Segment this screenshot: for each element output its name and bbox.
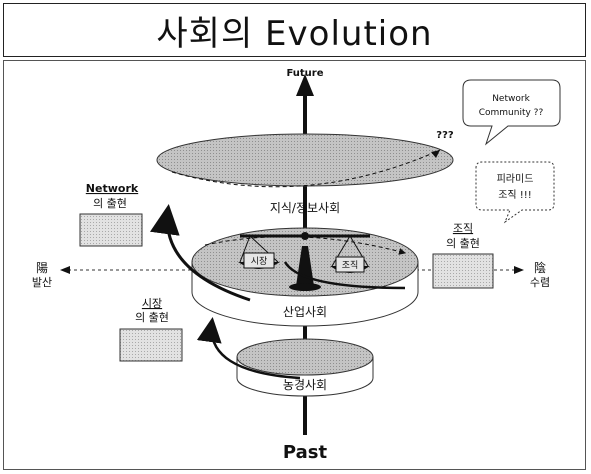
page-title: 사회의 Evolution [156,13,433,54]
org-emergence-title: 조직 [453,222,473,235]
network-community-text-1: Network [492,94,530,104]
top-layer-label: 지식/정보사회 [270,201,340,215]
scale-left-pan-label: 시장 [251,256,268,267]
org-emergence-arrow [283,261,406,290]
network-emergence-title: Network [86,182,139,195]
org-emergence-sub: 의 출현 [446,237,480,250]
network-community-bubble [462,79,561,146]
middle-orbit-arrow [204,236,406,255]
left-glyph: 陽 [36,261,48,275]
pyramid-text-1: 피라미드 [497,173,534,185]
balance-scale [238,232,370,291]
bottom-layer-label: 농경사회 [283,378,327,392]
network-emergence-box [79,213,143,247]
question-marks: ??? [436,130,454,141]
pyramid-text-2: 조직 !!! [498,189,532,201]
market-emergence-arrow [196,317,301,380]
middle-layer-label: 산업사회 [283,305,327,319]
past-label: Past [283,442,328,463]
pyramid-bubble [475,161,555,224]
future-arrowhead [296,74,314,96]
network-emergence-arrow [149,204,251,302]
top-disk-dashed-orbit [171,149,441,188]
right-word: 수렴 [530,276,550,289]
left-arrowhead [60,266,70,274]
future-label: Future [286,68,323,79]
left-word: 발산 [32,276,52,289]
market-emergence-sub: 의 출현 [135,311,169,324]
scale-right-pan-label: 조직 [342,260,359,271]
market-emergence-box [119,328,183,362]
diagram-panel [3,60,586,470]
top-orbit-arrowhead [431,150,440,158]
top-disk [156,133,454,187]
market-emergence-title: 시장 [142,297,162,310]
network-community-text-2: Community ?? [479,108,544,118]
title-box: 사회의 Evolution [3,3,586,57]
org-emergence-box [432,253,494,289]
right-glyph: 陰 [534,261,546,275]
network-emergence-sub: 의 출현 [93,197,127,210]
right-arrowhead [514,266,524,274]
bottom-disk-top [236,338,374,376]
